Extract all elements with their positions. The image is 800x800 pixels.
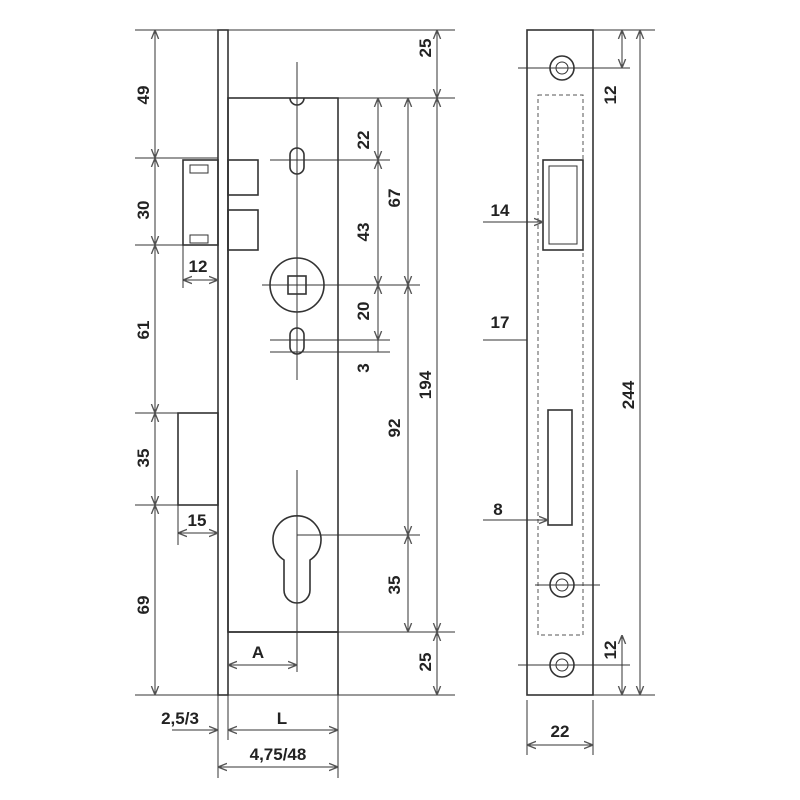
svg-text:25: 25 <box>416 653 435 672</box>
svg-text:4,75/48: 4,75/48 <box>250 745 307 764</box>
svg-text:8: 8 <box>493 500 502 519</box>
svg-text:L: L <box>277 709 287 728</box>
svg-text:49: 49 <box>134 86 153 105</box>
svg-text:22: 22 <box>354 131 373 150</box>
latch-hole <box>542 159 584 251</box>
svg-text:15: 15 <box>188 511 207 530</box>
extension-lines <box>135 29 455 778</box>
svg-text:194: 194 <box>416 370 435 399</box>
svg-text:35: 35 <box>134 449 153 468</box>
svg-text:12: 12 <box>189 257 208 276</box>
svg-text:69: 69 <box>134 596 153 615</box>
svg-text:67: 67 <box>385 189 404 208</box>
svg-text:2,5/3: 2,5/3 <box>161 709 199 728</box>
svg-text:43: 43 <box>354 223 373 242</box>
strike-plate: 12 14 17 8 12 244 22 <box>483 29 655 755</box>
lock-body <box>177 29 420 696</box>
svg-text:244: 244 <box>619 380 638 409</box>
svg-text:12: 12 <box>601 641 620 660</box>
svg-text:3: 3 <box>354 363 373 372</box>
lock-dimension-labels: 49 30 61 35 69 12 15 A 2,5/3 L 4,75/48 2… <box>134 39 435 764</box>
svg-text:17: 17 <box>491 313 510 332</box>
svg-text:30: 30 <box>134 201 153 220</box>
bolt-hole <box>547 409 573 526</box>
svg-text:61: 61 <box>134 321 153 340</box>
svg-text:20: 20 <box>354 302 373 321</box>
svg-text:A: A <box>252 643 264 662</box>
svg-text:35: 35 <box>385 576 404 595</box>
cylinder-cutout <box>272 515 322 604</box>
svg-text:12: 12 <box>601 86 620 105</box>
svg-text:22: 22 <box>551 722 570 741</box>
deadbolt <box>177 412 219 506</box>
svg-text:14: 14 <box>491 201 510 220</box>
svg-text:92: 92 <box>385 419 404 438</box>
dimension-lines <box>155 30 437 767</box>
svg-text:25: 25 <box>416 39 435 58</box>
